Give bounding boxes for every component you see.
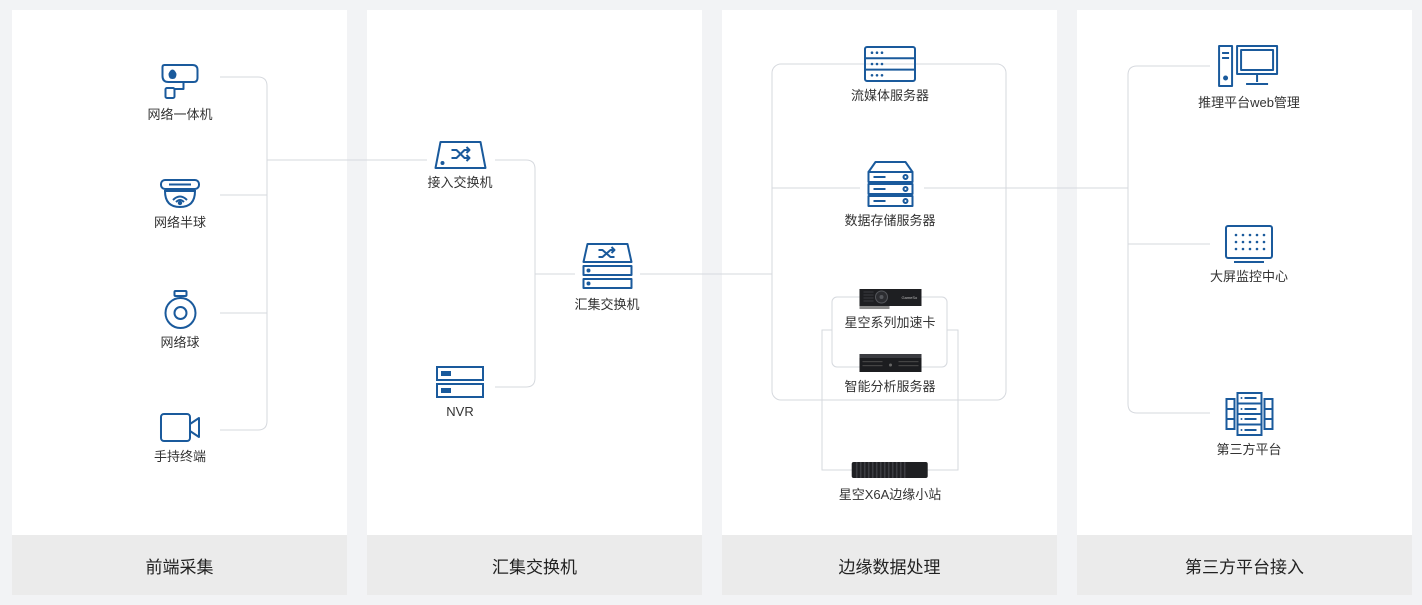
edge-station-image [851,462,928,478]
label-third-party-platform: 第三方平台 [1216,442,1282,457]
switch-bracket [495,159,536,388]
label-big-screen: 大屏监控中心 [1209,269,1289,284]
media-server-icon [863,46,916,82]
dome-camera-icon [159,179,200,209]
ball-camera-icon [163,290,196,329]
node-nvr: NVR [435,365,485,420]
analysis-server-image [858,354,921,372]
handheld-camera-icon [159,413,200,442]
node-third-party-platform: 第三方平台 [1216,391,1282,458]
rack-server-icon [1224,392,1273,436]
accelerator-card-image: GameSo [858,289,921,309]
label-edge-station: 星空X6A边缘小站 [838,487,942,502]
node-handheld: 手持终端 [154,411,206,465]
label-dome-camera: 网络半球 [153,215,207,230]
storage-server-icon [866,161,913,207]
accel-card-brand: GameSo [901,295,918,300]
node-web-management: 推理平台web管理 [1198,44,1300,111]
label-ball-camera: 网络球 [160,335,200,350]
label-analysis-server: 智能分析服务器 [844,379,936,394]
column-title-edge-processing: 边缘数据处理 [722,535,1057,595]
node-media-server: 流媒体服务器 [851,45,929,104]
bullet-camera-icon [160,64,198,99]
label-aggregation-switch: 汇集交换机 [574,297,640,312]
label-accel-card: 星空系列加速卡 [844,315,936,330]
nvr-icon [436,366,484,398]
aggregation-switch-icon [581,243,632,289]
label-web-management: 推理平台web管理 [1198,95,1300,110]
node-big-screen: 大屏监控中心 [1210,224,1288,285]
node-ball-camera: 网络球 [160,290,200,351]
node-bullet-camera: 网络一体机 [147,62,213,123]
panel-third-party: 第三方平台接入 [1077,10,1412,595]
node-edge-station: 星空X6A边缘小站 [838,458,942,503]
switch-icon [433,141,486,169]
node-access-switch: 接入交换机 [427,140,493,191]
label-media-server: 流媒体服务器 [850,88,930,103]
label-access-switch: 接入交换机 [427,175,493,190]
label-storage-server: 数据存储服务器 [844,213,936,228]
big-screen-icon [1224,225,1273,263]
node-aggregation-switch: 汇集交换机 [574,242,640,313]
third-bracket [1127,65,1210,414]
label-bullet-camera: 网络一体机 [147,107,213,122]
node-dome-camera: 网络半球 [154,178,206,231]
column-title-aggregation: 汇集交换机 [367,535,702,595]
panel-front-capture: 前端采集 [12,10,347,595]
computer-icon [1217,45,1278,87]
front-bracket [220,76,268,431]
node-storage-server: 数据存储服务器 [844,160,936,229]
label-nvr: NVR [446,404,474,419]
label-handheld: 手持终端 [153,449,207,464]
node-analysis-server: 智能分析服务器 [844,352,936,395]
edge-bracket [771,63,1007,401]
column-title-front-capture: 前端采集 [12,535,347,595]
node-accel-card: GameSo 星空系列加速卡 [844,286,936,331]
column-title-third-party: 第三方平台接入 [1077,535,1412,595]
